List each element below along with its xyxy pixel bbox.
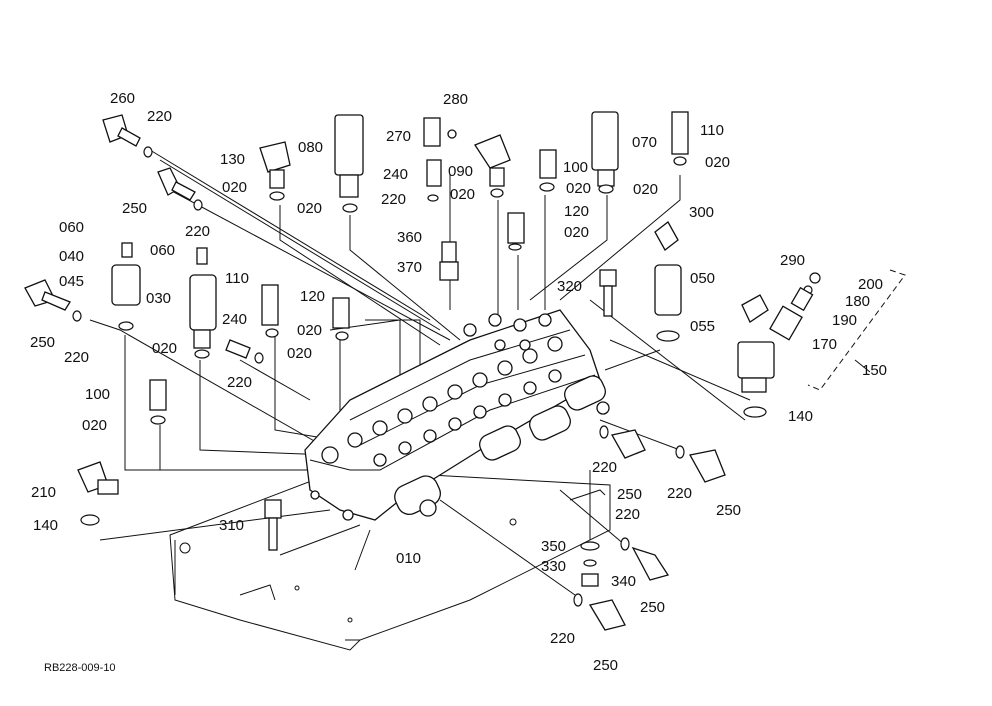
part-label: 020 (222, 179, 247, 196)
part-label: 260 (110, 90, 135, 107)
part-label: 050 (690, 270, 715, 287)
part-label: 220 (147, 108, 172, 125)
part-label: 020 (633, 181, 658, 198)
part-label: 020 (450, 186, 475, 203)
part-label: 200 (858, 276, 883, 293)
part-label: 220 (227, 374, 252, 391)
part-label: 220 (592, 459, 617, 476)
part-label: 020 (564, 224, 589, 241)
part-label: 045 (59, 273, 84, 290)
control-valve-body (304, 309, 610, 521)
part-label: 250 (30, 334, 55, 351)
base-plate (169, 469, 611, 651)
part-label: 330 (541, 558, 566, 575)
part-label: 290 (780, 252, 805, 269)
part-label: 170 (812, 336, 837, 353)
leader-lines (89, 149, 751, 596)
component-parts (24, 111, 821, 631)
part-label: 190 (832, 312, 857, 329)
part-label: 220 (185, 223, 210, 240)
part-label: 220 (615, 506, 640, 523)
part-label: 180 (845, 293, 870, 310)
reference-code: RB228-009-10 (44, 662, 116, 674)
part-label: 020 (82, 417, 107, 434)
part-label: 020 (566, 180, 591, 197)
part-label: 040 (59, 248, 84, 265)
part-label: 310 (219, 517, 244, 534)
part-label: 020 (705, 154, 730, 171)
part-label: 270 (386, 128, 411, 145)
part-label: 250 (716, 502, 741, 519)
part-label: 240 (383, 166, 408, 183)
part-label: 130 (220, 151, 245, 168)
part-label: 210 (31, 484, 56, 501)
part-label: 360 (397, 229, 422, 246)
part-label: 220 (667, 485, 692, 502)
assembly-150-bracket (807, 269, 906, 391)
part-label: 370 (397, 259, 422, 276)
part-label: 090 (448, 163, 473, 180)
part-label: 120 (564, 203, 589, 220)
part-label: 020 (297, 322, 322, 339)
part-label: 250 (640, 599, 665, 616)
part-label: 100 (85, 386, 110, 403)
part-label: 340 (611, 573, 636, 590)
part-label: 010 (396, 550, 421, 567)
part-label: 280 (443, 91, 468, 108)
part-label: 060 (150, 242, 175, 259)
part-label: 110 (700, 122, 724, 139)
part-label: 080 (298, 139, 323, 156)
part-label: 110 (225, 270, 249, 287)
part-label: 140 (788, 408, 813, 425)
part-label: 020 (152, 340, 177, 357)
part-labels: 260 220 250 220 130 020 080 020 280 270 … (30, 90, 887, 674)
part-label: 300 (689, 204, 714, 221)
part-label: 250 (122, 200, 147, 217)
part-label: 240 (222, 311, 247, 328)
part-label: 140 (33, 517, 58, 534)
part-label: 100 (563, 159, 588, 176)
part-label: 020 (297, 200, 322, 217)
part-label: 030 (146, 290, 171, 307)
part-label: 250 (617, 486, 642, 503)
part-label: 070 (632, 134, 657, 151)
part-label: 055 (690, 318, 715, 335)
part-label: 020 (287, 345, 312, 362)
part-label: 150 (862, 362, 887, 379)
part-label: 060 (59, 219, 84, 236)
assembly-150-leader (854, 359, 871, 373)
part-label: 320 (557, 278, 582, 295)
part-label: 220 (64, 349, 89, 366)
part-label: 220 (550, 630, 575, 647)
part-label: 120 (300, 288, 325, 305)
part-label: 250 (593, 657, 618, 674)
part-label: 220 (381, 191, 406, 208)
part-label: 350 (541, 538, 566, 555)
